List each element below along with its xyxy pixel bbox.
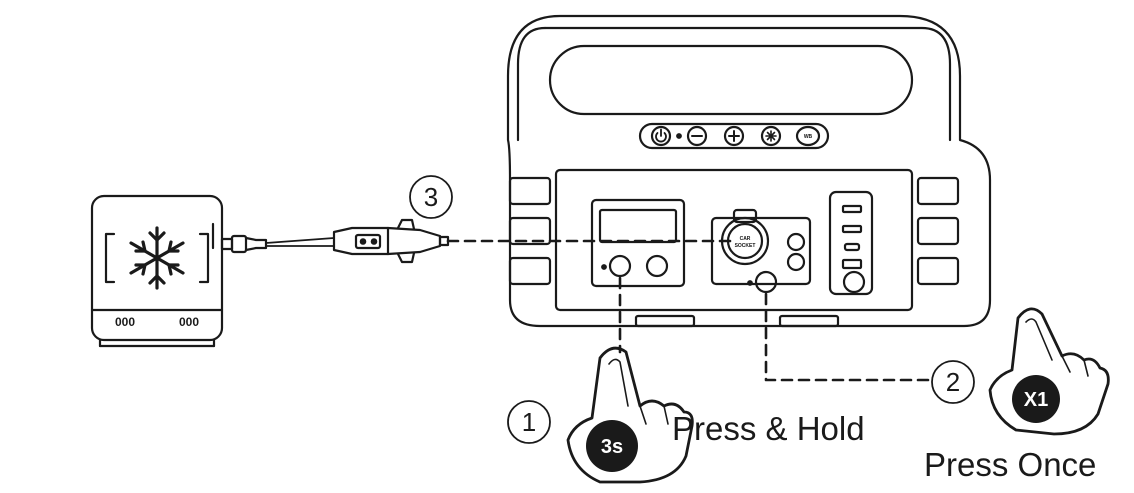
usb-c-port bbox=[843, 242, 861, 252]
step-2-circle bbox=[931, 360, 975, 404]
usb-port bbox=[841, 258, 863, 270]
step-1-number: 1 bbox=[522, 407, 536, 437]
button-bar bbox=[638, 122, 830, 150]
power-main-button[interactable] bbox=[608, 254, 632, 278]
vent-right bbox=[916, 256, 960, 286]
lcd-screen bbox=[598, 208, 678, 244]
light-icon bbox=[765, 130, 777, 142]
vent-left bbox=[508, 176, 552, 206]
press-once-label: Press Once bbox=[924, 446, 1096, 483]
plus-icon bbox=[728, 130, 740, 142]
usb-port bbox=[841, 224, 863, 234]
car-socket-module bbox=[710, 216, 812, 286]
wb-button-label: WB bbox=[804, 134, 813, 140]
fridge-body bbox=[90, 194, 224, 342]
power-icon bbox=[655, 128, 667, 143]
dc-port bbox=[786, 232, 806, 252]
hold-time-badge bbox=[586, 420, 638, 472]
snowflake-icon bbox=[129, 226, 185, 290]
car-plug bbox=[332, 218, 450, 264]
fridge-display-right: 000 bbox=[179, 315, 199, 329]
dc-on-button[interactable] bbox=[754, 270, 778, 294]
indicator-dot bbox=[601, 264, 607, 270]
car-socket-cap bbox=[732, 208, 758, 224]
minus-button[interactable] bbox=[686, 125, 708, 147]
station-shell bbox=[506, 14, 992, 328]
step-1-circle bbox=[507, 400, 551, 444]
vent-right bbox=[916, 216, 960, 246]
usb-port bbox=[841, 204, 863, 214]
car-socket-label-2: SOCKET bbox=[735, 243, 756, 249]
press-count-label: X1 bbox=[1024, 389, 1048, 411]
connection-line-2 bbox=[764, 292, 932, 382]
front-panel bbox=[554, 168, 914, 312]
station-foot bbox=[634, 314, 696, 328]
station-foot bbox=[778, 314, 840, 328]
station-handle bbox=[548, 44, 914, 116]
fridge-bracket-left bbox=[104, 232, 116, 284]
lcd-module bbox=[590, 198, 686, 288]
hand-pointer-icon bbox=[566, 346, 694, 484]
vent-left bbox=[508, 256, 552, 286]
usb-module bbox=[828, 190, 874, 296]
step-3-number: 3 bbox=[424, 182, 438, 212]
power-station bbox=[506, 14, 992, 328]
car-socket-label-1: CAR bbox=[740, 236, 751, 242]
vent-right bbox=[916, 176, 960, 206]
hand-pointer-icon bbox=[988, 307, 1110, 436]
car-socket-inner bbox=[726, 222, 764, 260]
car-plug-cable bbox=[220, 218, 450, 264]
light-button[interactable] bbox=[760, 125, 782, 147]
station-shell-inner bbox=[516, 26, 547, 142]
usb-button bbox=[842, 270, 866, 294]
car-socket[interactable] bbox=[720, 216, 770, 266]
display-button bbox=[645, 254, 669, 278]
wb-button[interactable] bbox=[795, 125, 821, 147]
cable-plug-end bbox=[230, 234, 248, 254]
step-3-circle bbox=[409, 175, 453, 219]
fridge-connector bbox=[220, 237, 234, 251]
press-count-badge bbox=[1012, 375, 1060, 423]
power-button[interactable] bbox=[650, 125, 672, 147]
fridge-display-left: 000 bbox=[115, 315, 135, 329]
cable-strain-relief bbox=[244, 236, 268, 252]
step-2-number: 2 bbox=[946, 367, 960, 397]
plus-button[interactable] bbox=[723, 125, 745, 147]
fridge-bracket-right bbox=[198, 232, 210, 284]
station-shell-inner bbox=[543, 26, 952, 142]
control-buttons bbox=[650, 125, 821, 147]
press-hold-label: Press & Hold bbox=[672, 410, 865, 447]
hold-time-label: 3s bbox=[601, 436, 623, 458]
dc-port bbox=[786, 252, 806, 272]
vent-left bbox=[508, 216, 552, 246]
indicator-dot bbox=[747, 280, 753, 286]
portable-fridge bbox=[90, 194, 224, 348]
